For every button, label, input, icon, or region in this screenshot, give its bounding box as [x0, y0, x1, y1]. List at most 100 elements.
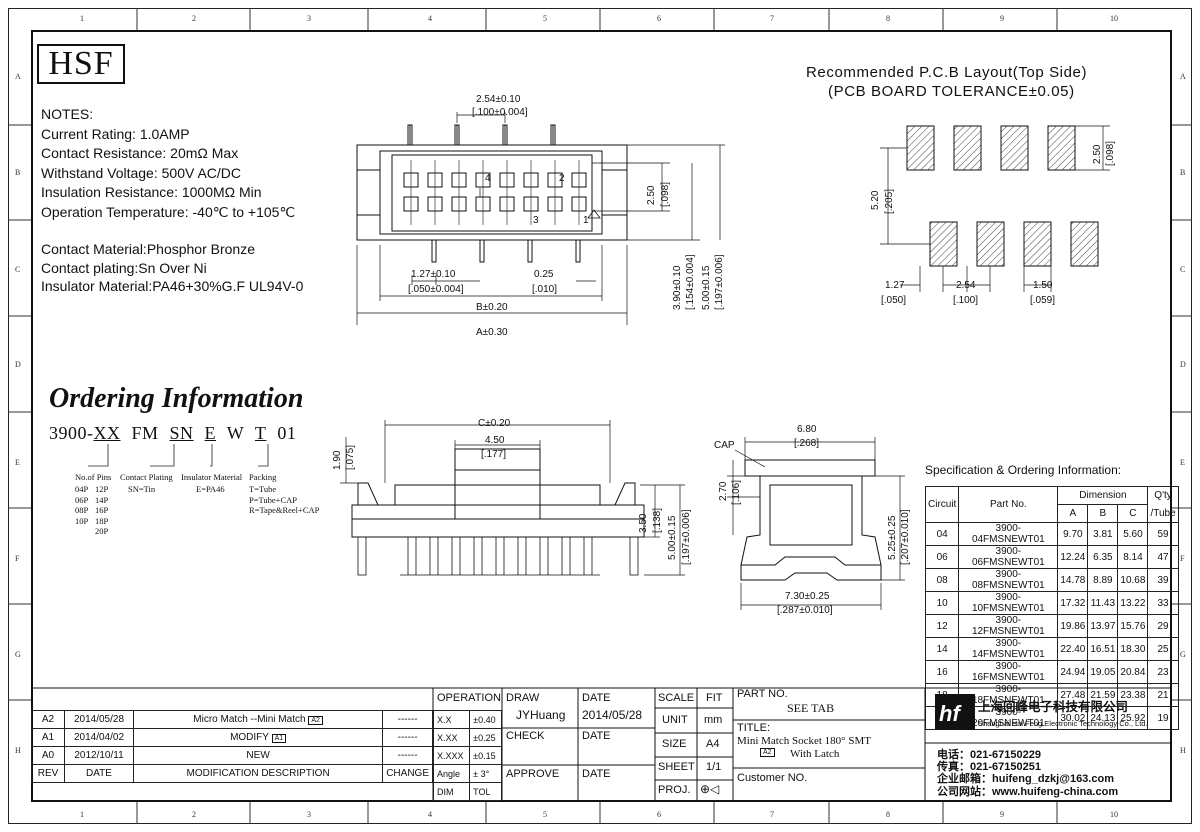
pins-item: 20P: [95, 526, 109, 536]
size-label: SIZE: [662, 738, 687, 750]
company-fax: 传真：021-67150251: [937, 761, 1041, 774]
zone-row-d-r: D: [1180, 360, 1186, 369]
end-view-drawing: CAP 6.80 [.268] 2.70 [.106] 5.25±0.25 [.…: [714, 424, 911, 615]
cell: 6.35: [1087, 545, 1119, 569]
dim-row: 2.50: [646, 185, 657, 205]
rev-triangle-icon: A2: [308, 716, 323, 725]
zone-col-4: 4: [428, 14, 432, 23]
table-row: A0 2012/10/11 NEW ------: [31, 746, 433, 765]
code-w: W: [226, 423, 245, 443]
desc-text: MODIFY: [230, 732, 269, 743]
unit-value: mm: [704, 714, 723, 726]
zone-col-1b: 1: [80, 810, 84, 819]
zone-row-b: B: [15, 168, 21, 177]
revision-table: A2 2014/05/28 Micro Match --Mini Match A…: [31, 710, 433, 783]
cell: 12: [924, 614, 960, 638]
pins-item: 14P: [95, 494, 109, 505]
pcb-title: Recommended P.C.B Layout(Top Side): [806, 64, 1088, 81]
zone-col-3b: 3: [307, 810, 311, 819]
cell: 21: [1147, 683, 1179, 707]
cell: 19: [1147, 706, 1179, 730]
sheet-value: 1/1: [706, 761, 722, 773]
zone-row-d: D: [15, 360, 21, 369]
zone-row-h: H: [15, 746, 21, 755]
dim-h1: 1.90: [332, 450, 343, 470]
code-plating: SN: [169, 423, 194, 443]
dim-h1-in: [.075]: [345, 445, 356, 470]
cell: 13.22: [1117, 591, 1149, 615]
cell: 47: [1147, 545, 1179, 569]
pcb-dim-offset-in: [.050]: [881, 295, 906, 306]
pin1-triangle: [587, 209, 601, 219]
dim-w2: 5.00±0.15: [701, 265, 712, 310]
ordering-title: Ordering Information: [49, 383, 304, 414]
zone-col-10b: 10: [1110, 810, 1118, 819]
pin-label-4: 4: [485, 173, 491, 184]
table-row: REV DATE MODIFICATION DESCRIPTION CHANGE: [31, 764, 433, 783]
side-body: [357, 482, 636, 506]
cell: 3900-10FMSNEWT01: [958, 591, 1059, 615]
zone-col-6: 6: [657, 14, 661, 23]
cell: 25: [1147, 637, 1179, 661]
dim-b: B±0.20: [476, 302, 508, 313]
approve-label: APPROVE: [506, 768, 560, 780]
dim-inner: 4.50: [485, 435, 505, 446]
cell: 30.02: [1057, 706, 1089, 730]
cell: 08: [924, 568, 960, 592]
zone-row-h-r: H: [1180, 746, 1186, 755]
dim-h3: 5.00±0.15: [667, 515, 678, 560]
zone-col-2b: 2: [192, 810, 196, 819]
cell: 11.43: [1087, 591, 1119, 615]
end-feet: [740, 565, 882, 581]
sheet-label: SHEET: [658, 761, 695, 773]
cap-block: [744, 459, 876, 477]
rev-triangle-icon: A1: [271, 734, 287, 743]
packing-item: R=Tape&Reel+CAP: [249, 505, 320, 515]
draw-date: 2014/05/28: [582, 708, 643, 722]
pin-label-2: 2: [559, 173, 565, 184]
pins-item: 06P: [75, 494, 89, 505]
company-email: 企业邮箱：huifeng_dzkj@163.com: [937, 773, 1114, 786]
material-line: Contact plating:Sn Over Ni: [41, 259, 207, 276]
top-view-drawing: 4 2 3 1 2.54±0.10 [.100±0.004] 1.27±0.10…: [356, 94, 725, 338]
pcb-layout-drawing: 5.20 [.205] 2.50 [.098] 1.27 [.050] 2.54…: [870, 125, 1116, 306]
dim-half-pitch: 1.27±0.10: [411, 269, 456, 280]
check-label: CHECK: [506, 730, 545, 742]
code-prefix: 3900-: [49, 423, 94, 443]
dim-half-pitch-in: [.050±0.004]: [408, 284, 464, 295]
pcb-pad: [976, 221, 1005, 267]
plating-heading: Contact Plating: [120, 472, 173, 482]
title-line-2: With Latch: [790, 748, 840, 760]
pins-item: 18P: [95, 515, 109, 526]
dim-label: DIM: [432, 782, 471, 801]
left-latch: [356, 169, 381, 216]
check-date-label: DATE: [582, 730, 611, 742]
cell: 29: [1147, 614, 1179, 638]
zone-row-c: C: [15, 265, 21, 274]
pcb-dim-pitch-in: [.100]: [953, 295, 978, 306]
notes-block: NOTES: Current Rating: 1.0AMP Contact Re…: [41, 105, 295, 222]
code-packing: T: [254, 423, 267, 443]
insulator-value: E=PA46: [196, 484, 225, 494]
svg-text:hf: hf: [939, 701, 962, 726]
pins-item: 04P: [75, 484, 89, 494]
plating-value: SN=Tin: [128, 484, 156, 494]
date-label: DATE: [582, 692, 611, 704]
zone-col-5b: 5: [543, 810, 547, 819]
change-header: CHANGE: [382, 764, 433, 783]
spec-table: Circuit Part No. Dimension Q'ty A B C /T…: [924, 486, 1179, 730]
dim-bottom-in: [.287±0.010]: [777, 605, 833, 615]
fit-label: FIT: [706, 692, 723, 704]
company-contact: 电话：021-67150229 传真：021-67150251 企业邮箱：hui…: [937, 749, 1118, 798]
pcb-dim-pitch: 2.54: [956, 280, 976, 291]
zone-row-c-r: C: [1180, 265, 1186, 274]
cell: 18.30: [1117, 637, 1149, 661]
zone-col-3: 3: [307, 14, 311, 23]
cell: 3900-06FMSNEWT01: [958, 545, 1059, 569]
pins-item: 10P: [75, 515, 89, 526]
dim-h2-in: [.138]: [652, 508, 663, 533]
